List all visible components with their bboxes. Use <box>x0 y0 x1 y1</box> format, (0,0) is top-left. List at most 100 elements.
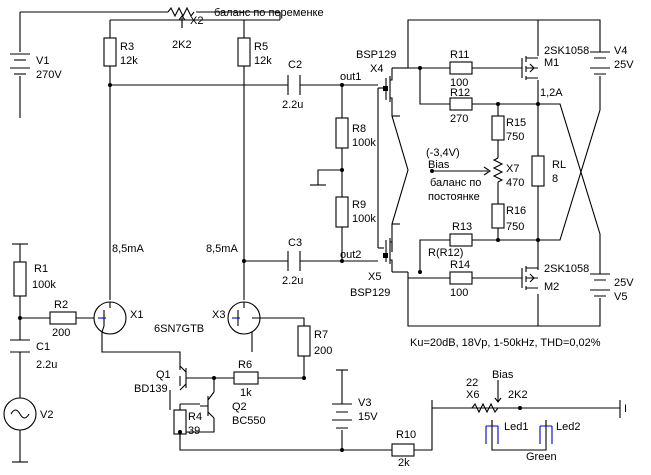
r2-value: 200 <box>52 327 70 339</box>
r8-resistor <box>335 117 349 149</box>
v3-value: 15V <box>358 411 378 423</box>
r6-value: 1k <box>240 387 252 399</box>
r13-value: R(R12) <box>428 247 463 259</box>
r14-value: 100 <box>450 287 468 299</box>
r9-value: 100k <box>352 213 376 225</box>
r16-value: 750 <box>506 221 524 233</box>
x1-label: X1 <box>130 309 143 321</box>
r8-label: R8 <box>352 123 366 135</box>
bias2-label: Bias <box>492 369 514 381</box>
x4-label: X4 <box>370 63 383 75</box>
r1-resistor <box>13 261 27 297</box>
r10-resistor <box>391 443 415 457</box>
x2-pot <box>167 6 195 28</box>
x2-value: 2K2 <box>172 39 192 51</box>
bias-node <box>430 169 434 173</box>
x6-pot <box>471 392 502 414</box>
v5-value: 25V <box>614 277 634 289</box>
q1-label: Q1 <box>156 369 171 381</box>
bias-voltage: (-3,4V) <box>426 147 460 159</box>
c1-capacitor <box>10 339 30 364</box>
x3-tube <box>227 301 261 335</box>
x7-pot <box>483 157 504 183</box>
q2-value: BC550 <box>232 415 266 427</box>
terminal-label: I <box>624 403 627 415</box>
v2-label: V2 <box>40 409 53 421</box>
r8-value: 100k <box>352 137 376 149</box>
junction-dots <box>108 66 540 452</box>
r12-value: 270 <box>450 113 468 125</box>
r6-label: R6 <box>238 359 252 371</box>
rl-label: RL <box>552 159 566 171</box>
r10-value: 2k <box>398 457 410 469</box>
out1-label: out1 <box>340 71 361 83</box>
r11-label: R11 <box>450 49 469 61</box>
x5-part: BSP129 <box>350 287 390 299</box>
tube-type: 6SN7GTB <box>154 323 204 335</box>
current-left: 8,5mA <box>112 243 144 255</box>
r10-label: R10 <box>396 429 416 441</box>
m1-mosfet <box>512 56 538 80</box>
r14-label: R14 <box>450 259 470 271</box>
rl-value: 8 <box>552 173 558 185</box>
q2-label: Q2 <box>232 401 247 413</box>
r12-resistor <box>449 97 473 111</box>
c2-value: 2.2u <box>282 99 303 111</box>
x4-transistor <box>378 68 393 102</box>
led1-label: Led1 <box>504 421 528 433</box>
r5-value: 12k <box>254 55 272 67</box>
v4-battery <box>590 51 610 75</box>
x7-label: X7 <box>506 163 519 175</box>
v1-battery <box>10 53 30 75</box>
out2-label: out2 <box>340 249 361 261</box>
c1-label: C1 <box>36 341 50 353</box>
x5-transistor <box>378 238 393 272</box>
r6-resistor <box>233 371 259 385</box>
q1-value: BD139 <box>134 383 168 395</box>
m1-label: M1 <box>544 57 559 69</box>
r7-value: 200 <box>314 345 332 357</box>
x7-value: 470 <box>506 177 524 189</box>
x6-value: 2K2 <box>508 389 528 401</box>
wires <box>12 11 621 463</box>
x6-num: 22 <box>466 377 478 389</box>
c2-capacitor <box>287 75 301 95</box>
r1-value: 100k <box>32 279 56 291</box>
x5-label: X5 <box>368 271 381 283</box>
current-right: 8,5mA <box>206 243 238 255</box>
r15-label: R15 <box>506 117 526 129</box>
r3-label: R3 <box>120 41 134 53</box>
x2-label: X2 <box>190 15 203 27</box>
v2-source <box>3 397 37 431</box>
v5-battery <box>590 273 610 297</box>
r15-value: 750 <box>506 131 524 143</box>
green-label: Green <box>526 451 557 463</box>
r11-resistor <box>449 61 473 75</box>
r15-resistor <box>491 115 505 141</box>
r1-label: R1 <box>34 263 48 275</box>
r4-value: 39 <box>188 425 200 437</box>
r3-value: 12k <box>120 55 138 67</box>
m1-part: 2SK1058 <box>544 45 589 57</box>
v3-label: V3 <box>358 397 371 409</box>
c2-label: C2 <box>288 59 302 71</box>
q1-transistor <box>179 365 190 391</box>
r9-resistor <box>335 196 349 228</box>
r7-resistor <box>297 325 311 357</box>
c3-capacitor <box>287 251 301 271</box>
r16-resistor <box>491 203 505 229</box>
c1-value: 2.2u <box>36 359 57 371</box>
led2-label: Led2 <box>556 421 580 433</box>
led2 <box>539 420 553 444</box>
r12-label: R12 <box>450 87 470 99</box>
q2-transistor <box>200 391 215 419</box>
dc-balance-2: постоянке <box>428 191 480 203</box>
v4-value: 25V <box>614 59 634 71</box>
r16-label: R16 <box>506 205 526 217</box>
x2-note: баланс по переменке <box>214 7 324 19</box>
m2-part: 2SK1058 <box>544 263 589 275</box>
c3-value: 2.2u <box>282 275 303 287</box>
v1-value: 270V <box>36 69 62 81</box>
r2-resistor <box>49 311 77 325</box>
